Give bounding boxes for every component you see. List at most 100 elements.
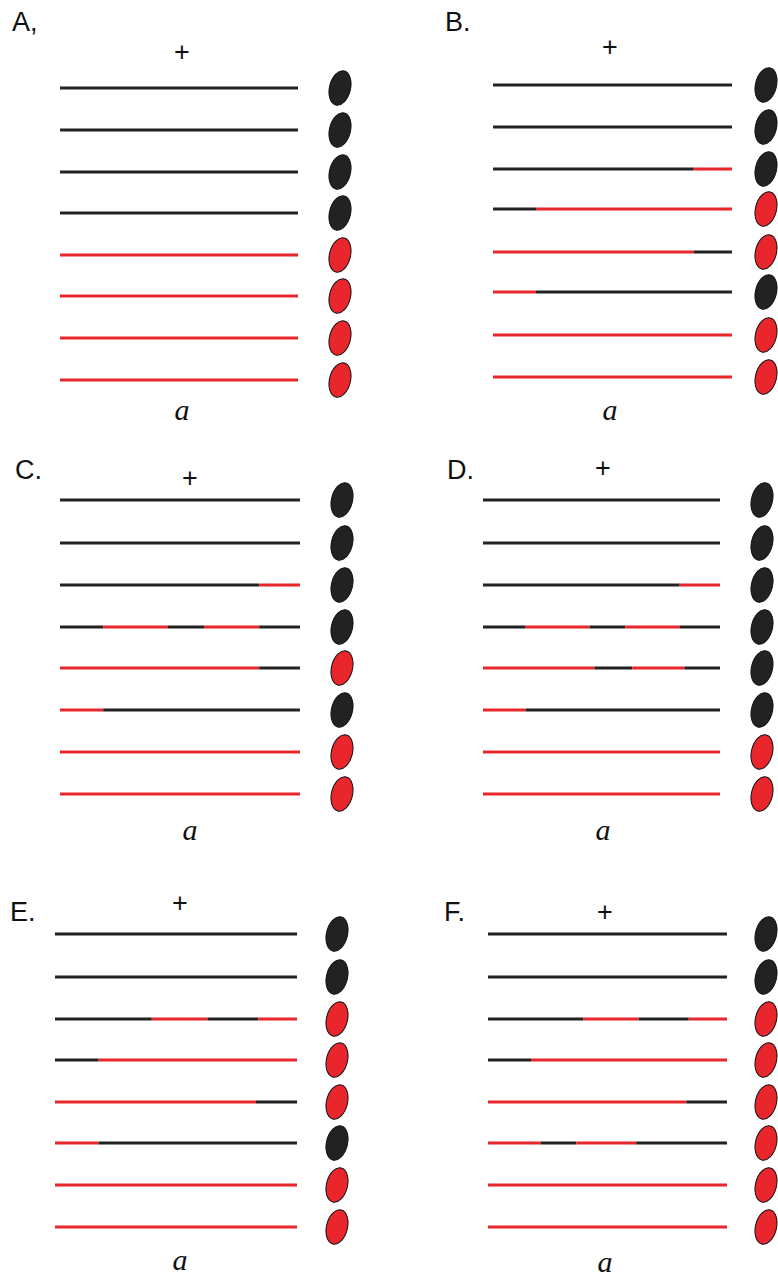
spore-oval [328,690,357,729]
panel-letter: E. [10,899,36,926]
chromatid-segment [60,542,300,545]
chromatid-segment [536,208,732,211]
panel-letter: D. [447,457,474,484]
chromatid-segment [60,295,298,298]
chromatid-segment [103,709,300,712]
chromatid-segment [493,291,536,294]
chromatid-segment [576,1142,636,1145]
chromatid-segment [60,499,300,502]
chromatid-segment [493,84,732,87]
chromatid-segment [694,251,732,254]
chromatid-segment [204,626,259,629]
spore-oval [748,648,777,687]
spore-oval [326,110,355,149]
chromatid-segment [694,168,732,171]
chromatid-segment [55,1059,99,1062]
spore-oval [752,232,778,271]
chromatid-segment [60,709,103,712]
spore-oval [323,1123,352,1162]
spore-oval [752,999,778,1038]
chromatid-segment [488,1059,531,1062]
chromatid-segment [60,254,298,257]
spore-oval [748,523,777,562]
spore-oval [752,957,778,996]
spore-oval [752,1165,778,1204]
spore-oval [323,1040,352,1079]
chromatid-segment [256,1101,297,1104]
chromatid-segment [488,1101,686,1104]
chromatid-segment [60,337,298,340]
spore-oval [326,318,355,357]
chromatid-segment [168,626,204,629]
spore-oval [323,957,352,996]
chromatid-segment [493,251,694,254]
chromatid-segment [60,212,298,215]
chromatid-segment [483,542,720,545]
chromatid-segment [483,667,594,670]
chromatid-segment [60,667,259,670]
chromatid-segment [488,1226,727,1229]
chromatid-segment [493,208,536,211]
spore-oval [748,690,777,729]
spore-oval [752,914,778,953]
allele-label: a [596,815,611,845]
chromatid-segment [531,1059,727,1062]
spore-oval [326,152,355,191]
chromatid-segment [493,376,732,379]
chromatid-segment [60,793,300,796]
spore-oval [748,565,777,604]
chromatid-segment [493,168,694,171]
chromatid-segment [639,1018,689,1021]
spore-oval [748,607,777,646]
spore-oval [752,65,778,104]
spore-oval [752,1123,778,1162]
chromatid-segment [55,1184,297,1187]
spore-oval [323,1207,352,1246]
spore-oval [328,480,357,519]
chromatid-segment [684,667,720,670]
chromatid-segment [625,626,680,629]
chromatid-segment [99,1059,297,1062]
chromatid-segment [60,379,298,382]
chromatid-segment [60,87,298,90]
chromatid-segment [526,709,720,712]
allele-label: + [595,455,611,482]
spore-oval [748,732,777,771]
chromatid-segment [689,1018,727,1021]
allele-label: a [173,1245,188,1275]
spore-oval [326,235,355,274]
allele-label: + [174,39,190,66]
chromatid-segment [584,1018,639,1021]
chromatid-segment [636,1142,727,1145]
allele-label: + [182,465,198,492]
chromatid-segment [541,1142,577,1145]
spore-oval [328,523,357,562]
spore-oval [328,607,357,646]
chromatid-segment [483,626,526,629]
chromatid-lines [55,85,732,1227]
allele-label: + [597,899,613,926]
chromatid-segment [60,751,300,754]
chromatid-segment [536,291,732,294]
chromatid-segment [60,584,259,587]
chromatid-segment [483,584,680,587]
chromatid-segment [686,1101,727,1104]
chromatid-segment [594,667,632,670]
chromatid-segment [493,334,732,337]
chromatid-segment [258,1018,297,1021]
chromatid-segment [488,1142,541,1145]
spore-oval [752,357,778,396]
spore-oval [328,774,357,813]
chromatid-segment [60,171,298,174]
spore-oval [752,272,778,311]
spore-oval [752,189,778,228]
chromatid-segment [680,584,720,587]
spore-oval [326,68,355,107]
chromatid-segment [55,1101,256,1104]
spore-oval [752,107,778,146]
chromatid-segment [55,1226,297,1229]
panel-letter: C. [15,457,42,484]
spore-oval [323,914,352,953]
chromatid-segment [493,126,732,129]
